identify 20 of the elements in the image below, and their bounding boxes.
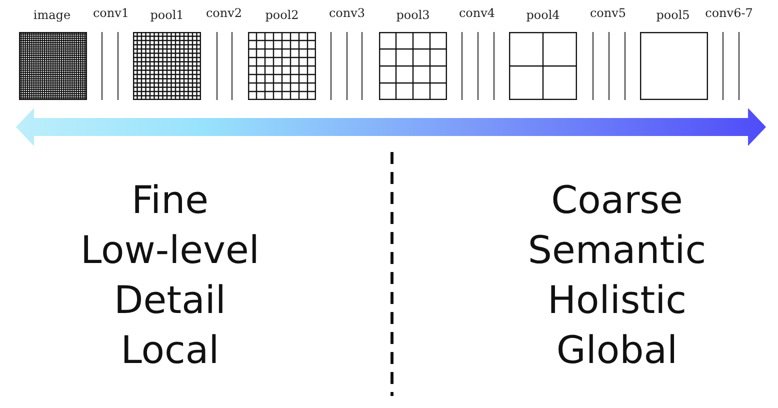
layer-label: conv2 [206, 6, 242, 20]
layer-label: pool1 [150, 8, 184, 22]
layer-label: conv5 [590, 6, 626, 20]
layer-label: image [33, 8, 71, 22]
level-term: Low-level [80, 228, 260, 272]
level-term: Holistic [547, 278, 687, 322]
layer-label: pool4 [526, 8, 560, 22]
layer-label: pool2 [265, 8, 299, 22]
layer-label: pool3 [396, 8, 430, 22]
layer-label: conv1 [92, 6, 130, 20]
level-term: Semantic [528, 228, 706, 272]
layer-label: conv6-7 [705, 6, 753, 20]
layer-label: conv3 [328, 6, 366, 20]
layer-label: pool5 [656, 8, 690, 22]
level-term: Global [556, 328, 678, 372]
level-term: Local [120, 328, 220, 372]
level-term: Coarse [551, 178, 683, 222]
layer-label: conv4 [458, 6, 496, 20]
level-term: Fine [131, 178, 209, 222]
level-term: Detail [114, 278, 226, 322]
